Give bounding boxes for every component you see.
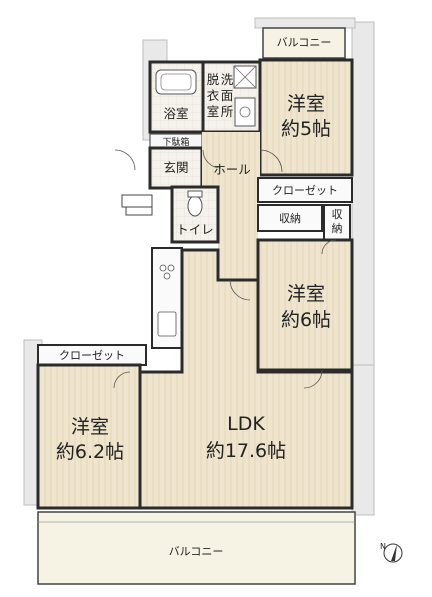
western-room-1-name: 洋室 <box>287 93 325 115</box>
storage-1-label: 収納 <box>279 212 301 225</box>
balcony-bottom <box>37 511 356 585</box>
dressing-label-2: 衣 <box>207 88 220 103</box>
western-room-3-name: 洋室 <box>71 416 109 438</box>
compass-label: N <box>380 542 386 551</box>
closet-1 <box>257 177 353 203</box>
washroom-label-3: 所 <box>221 104 234 119</box>
bathroom-label: 浴室 <box>163 106 188 121</box>
hall-corridor <box>218 185 258 280</box>
toilet-label: トイレ <box>176 222 214 237</box>
ldk-name: LDK <box>227 413 265 435</box>
hall-floor <box>202 132 260 187</box>
western-room-2-floor <box>256 238 354 372</box>
closet-1-label: クローゼット <box>272 184 338 197</box>
western-room-3-size: 約6.2帖 <box>56 441 124 463</box>
balcony-top-label: バルコニー <box>277 36 332 49</box>
door-swings <box>113 149 337 389</box>
balcony-bottom-label: バルコニー <box>169 545 224 558</box>
dressing-label-3: 室 <box>207 104 220 119</box>
closet-2-label: クローゼット <box>59 349 125 362</box>
storage-2-label-2: 納 <box>332 222 343 235</box>
toilet-icon <box>187 195 203 217</box>
stove-burner-icon <box>159 264 167 272</box>
kitchen-sink-icon <box>157 311 177 337</box>
hall-label: ホール <box>213 162 251 177</box>
ldk-size: 約17.6帖 <box>206 440 286 462</box>
bathtub-icon <box>155 69 197 95</box>
storage-2-label-1: 収 <box>332 208 343 221</box>
sink-icon <box>234 97 256 127</box>
balcony-top <box>262 27 346 59</box>
shoe-box-label: 下駄箱 <box>162 136 189 148</box>
storage-1 <box>257 204 323 232</box>
entrance-label: 玄関 <box>163 160 188 175</box>
western-room-2-name: 洋室 <box>287 283 325 305</box>
washroom-label-2: 面 <box>221 88 234 103</box>
north-arrow-icon: N <box>380 542 403 563</box>
western-room-3-floor <box>36 363 142 510</box>
ldk-floor <box>138 248 354 510</box>
western-room-1-size: 約5帖 <box>281 118 331 140</box>
western-room-2-size: 約6帖 <box>281 309 331 331</box>
dressing-label-1: 脱 <box>207 72 220 87</box>
entrance-steps <box>121 194 153 216</box>
washroom-label-1: 洗 <box>221 72 234 87</box>
